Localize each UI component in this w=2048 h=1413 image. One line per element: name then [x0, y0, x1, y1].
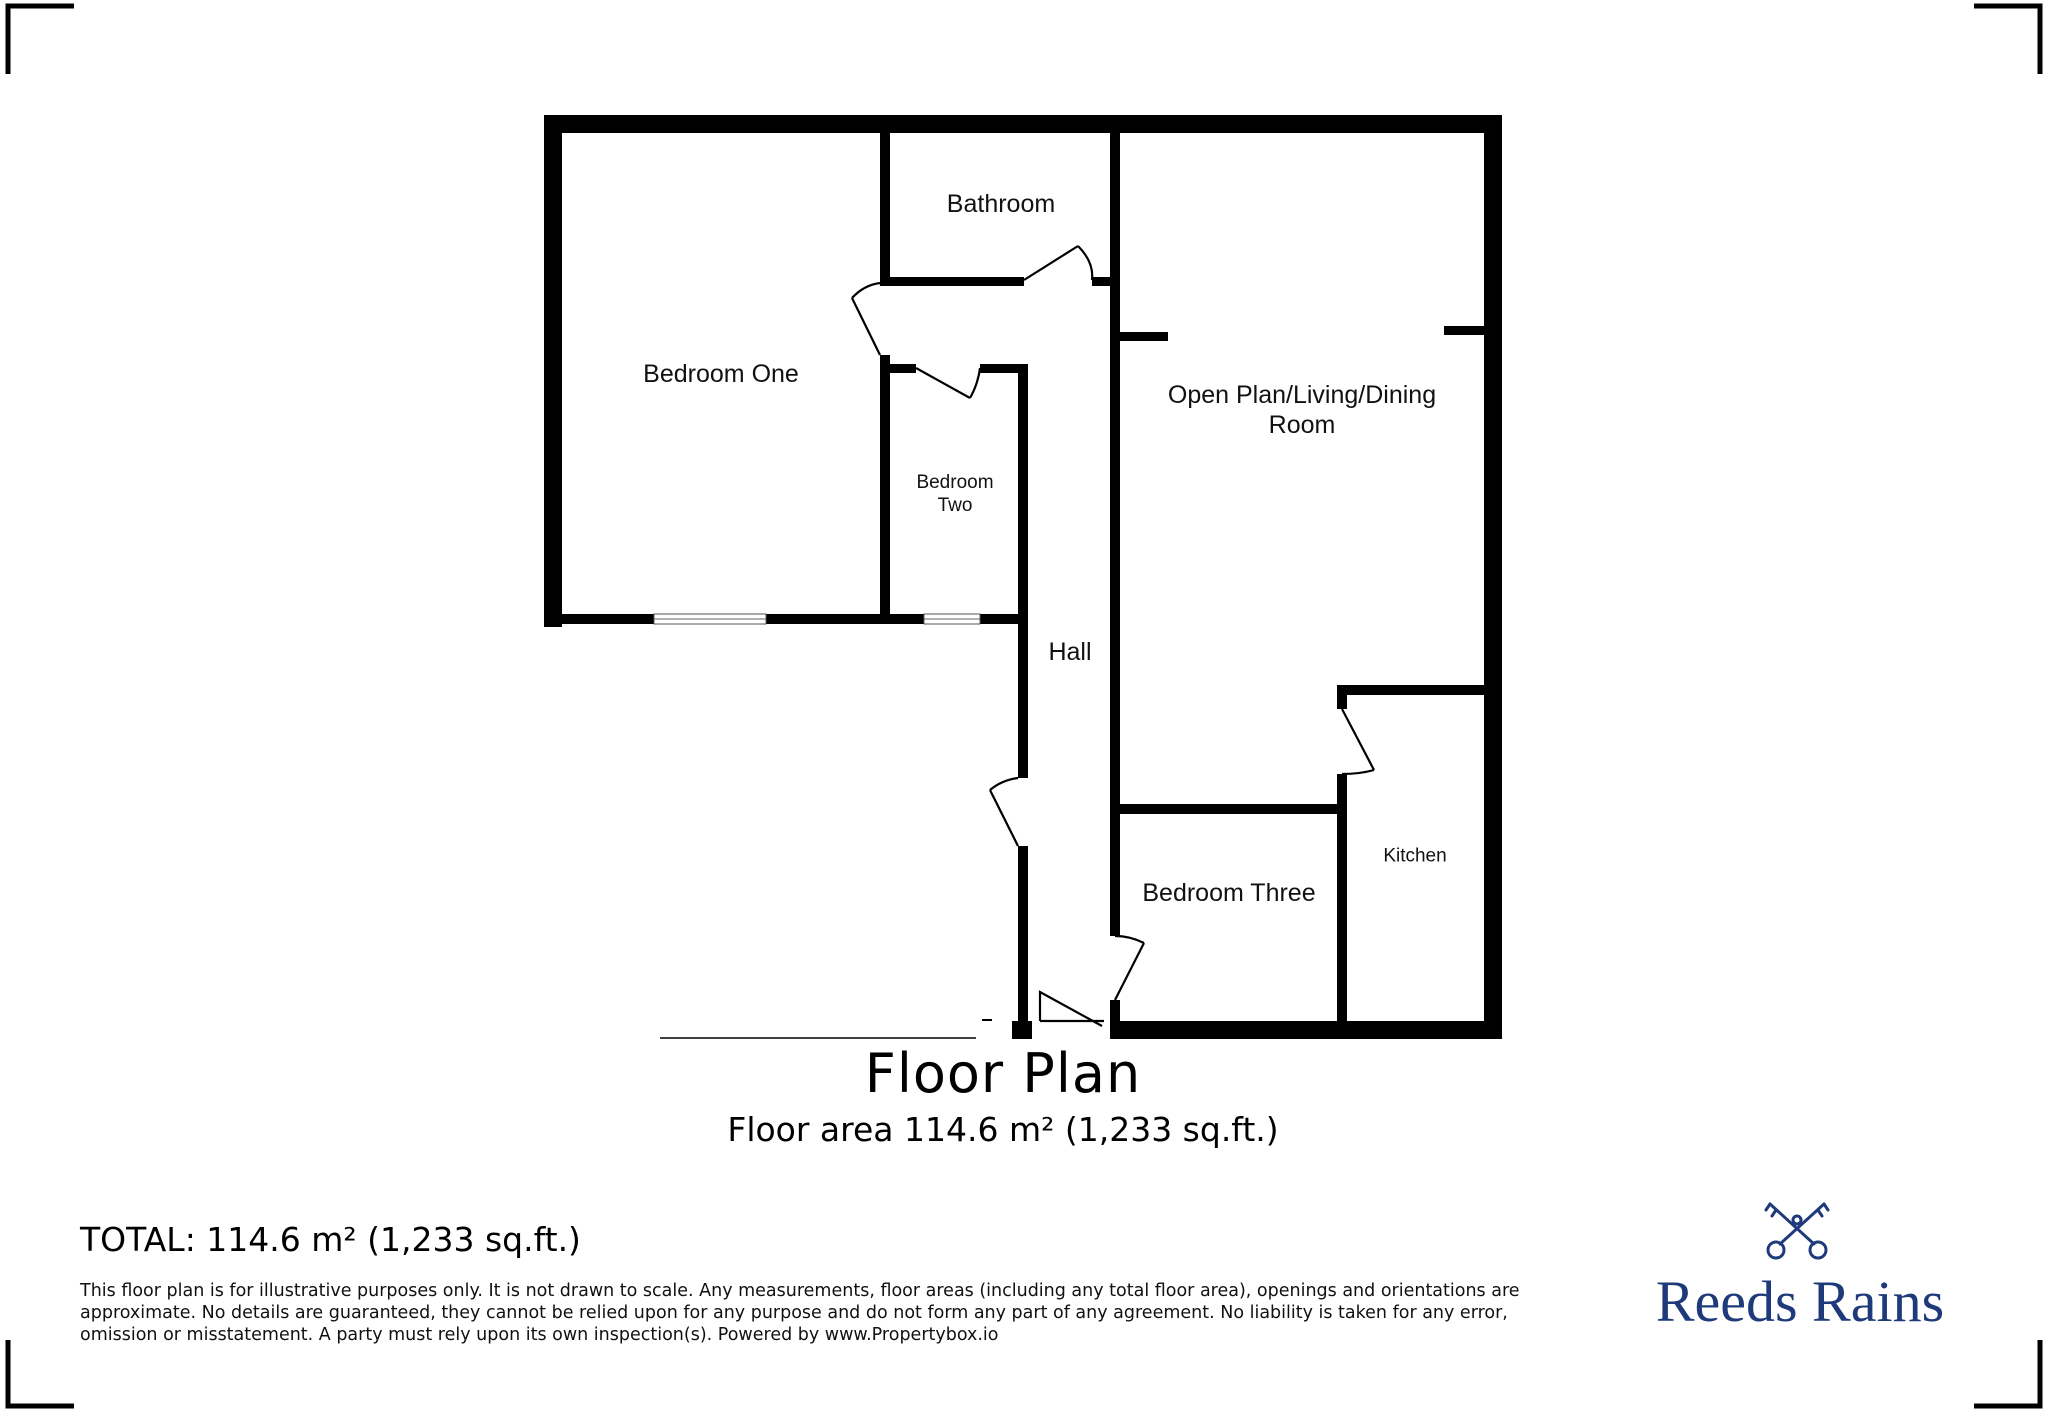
room-label-kitchen: Kitchen: [1383, 845, 1447, 867]
wall-south-1: [562, 614, 654, 624]
room-label-open-plan: Open Plan/Living/Dining Room: [1167, 381, 1437, 439]
wall-hall-west-upper: [1018, 364, 1028, 778]
room-label-bedroom-three: Bedroom Three: [1142, 879, 1316, 907]
disclaimer-text: This floor plan is for illustrative purp…: [80, 1281, 1520, 1345]
room-label-bathroom: Bathroom: [946, 190, 1056, 218]
door-bedroom-two: [915, 367, 971, 399]
wall-bed1-east-lower: [880, 355, 890, 624]
door-kitchen: [1341, 708, 1375, 771]
door-entrance: [1038, 990, 1103, 1027]
wall-outer-bottom-right: [1110, 1021, 1502, 1039]
crop-mark-bottom-right: [1974, 1340, 2043, 1409]
crossed-keys-icon: [1764, 1202, 1830, 1260]
wall-south-2: [766, 614, 924, 624]
crop-mark-top-right: [1974, 3, 2043, 74]
wall-stub-left: [1110, 332, 1168, 341]
wall-bath-south-1: [880, 277, 1024, 286]
door-bedroom-one: [851, 297, 881, 356]
door-bathroom: [1023, 245, 1079, 281]
wall-bath-south-2: [1092, 277, 1118, 286]
wall-bed3-top: [1120, 804, 1337, 814]
plan-floor-area: Floor area 114.6 m² (1,233 sq.ft.): [727, 1110, 1279, 1149]
brand-logo-text: Reeds Rains: [1655, 1269, 1945, 1334]
wall-kitchen-west: [1337, 774, 1347, 1039]
total-area: TOTAL: 114.6 m² (1,233 sq.ft.): [80, 1220, 581, 1259]
wall-outer-right: [1484, 115, 1502, 1039]
wall-bed1-east-upper: [880, 133, 890, 283]
wall-south-3: [980, 614, 1022, 624]
crop-mark-bottom-left: [5, 1340, 74, 1409]
wall-bath-east: [1110, 133, 1120, 293]
wall-kitchen-top: [1337, 685, 1484, 695]
room-label-hall: Hall: [1048, 638, 1092, 666]
plan-title: Floor Plan: [864, 1042, 1142, 1105]
door-hall-west: [989, 789, 1019, 847]
room-label-bedroom-two: Bedroom Two: [916, 472, 994, 516]
wall-hall-east: [1110, 133, 1120, 936]
crop-mark-top-left: [5, 3, 74, 74]
door-bedroom-three: [1114, 942, 1145, 1001]
room-label-bedroom-one: Bedroom One: [643, 360, 799, 388]
wall-bed2-top-2: [980, 364, 1028, 373]
wall-outer-left: [544, 115, 562, 627]
wall-stub-right: [1444, 326, 1484, 335]
wall-hall-west-lower: [1018, 846, 1028, 1039]
wall-bed2-top-1: [890, 364, 916, 373]
wall-kitchen-west-stub: [1337, 685, 1347, 709]
wall-hall-east-low-stub: [1110, 1000, 1120, 1039]
wall-outer-top: [544, 115, 1502, 133]
